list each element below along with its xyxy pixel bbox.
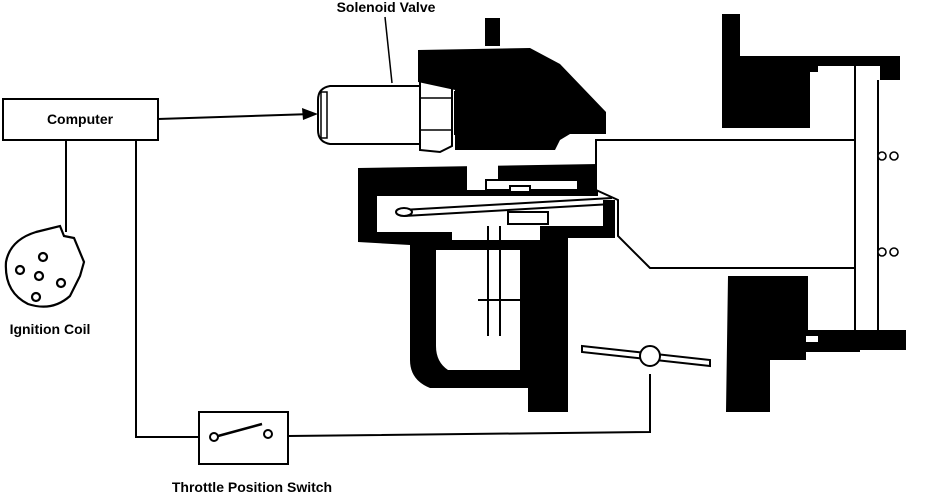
switch-contact-left bbox=[209, 432, 219, 442]
computer-label: Computer bbox=[47, 111, 114, 127]
switch-contact-right bbox=[263, 429, 273, 439]
carburetor-internals bbox=[395, 179, 613, 336]
ignition-coil-icon bbox=[4, 224, 86, 308]
throttle-bore bbox=[595, 14, 906, 412]
solenoid-leader-line bbox=[384, 16, 393, 84]
wiring bbox=[65, 113, 651, 438]
wire-computer-to-solenoid bbox=[157, 113, 313, 120]
ignition-coil-label: Ignition Coil bbox=[10, 321, 91, 337]
solenoid-valve-label: Solenoid Valve bbox=[337, 0, 436, 15]
wire-switch-to-throttle bbox=[287, 374, 651, 437]
wire-computer-to-switch bbox=[135, 140, 199, 438]
throttle-position-switch bbox=[198, 411, 289, 465]
throttle-switch-label: Throttle Position Switch bbox=[172, 479, 332, 494]
throttle-plate-icon bbox=[581, 344, 711, 368]
computer-box: Computer bbox=[2, 98, 159, 141]
switch-lever bbox=[217, 422, 263, 438]
arrow-head-icon bbox=[302, 108, 318, 120]
